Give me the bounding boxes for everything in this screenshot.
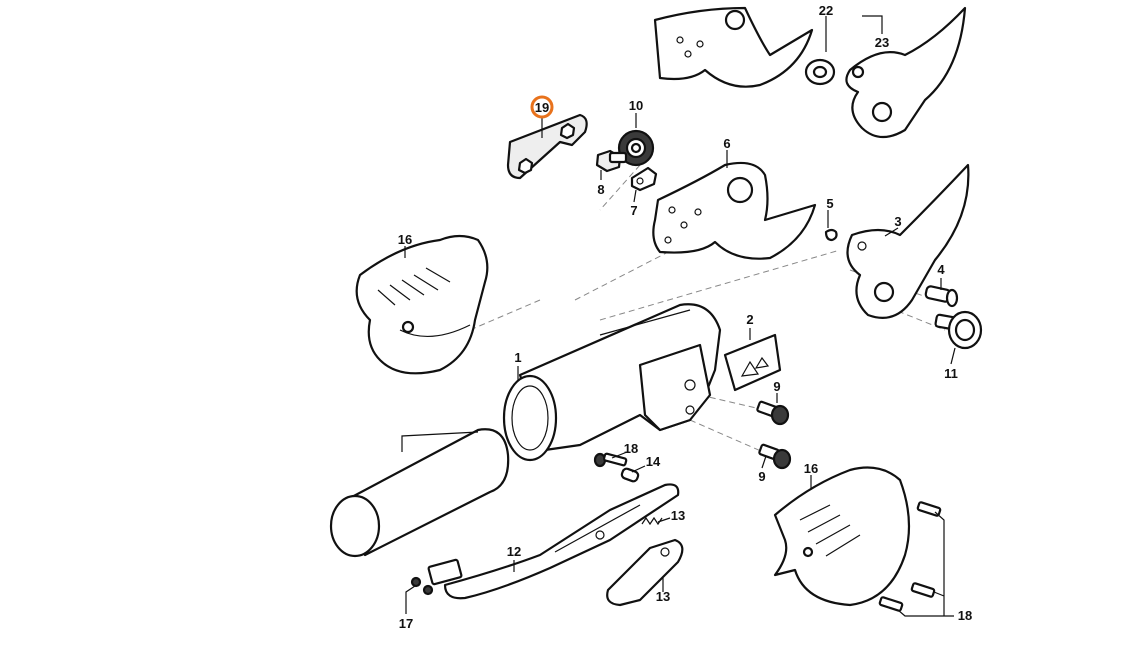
handle-tube[interactable] bbox=[329, 428, 510, 558]
part-16-hand-guard-upper[interactable] bbox=[355, 234, 489, 375]
label-part-16-upper[interactable]: 16 bbox=[398, 232, 412, 247]
part-23-upper-blade[interactable] bbox=[845, 6, 967, 139]
label-part-12[interactable]: 12 bbox=[507, 544, 521, 559]
part-6-moving-blade[interactable] bbox=[652, 161, 817, 260]
label-part-3[interactable]: 3 bbox=[894, 214, 901, 229]
label-part-9-upper[interactable]: 9 bbox=[773, 379, 780, 394]
part-22-washer[interactable] bbox=[804, 58, 836, 86]
upper-cutting-blade[interactable] bbox=[653, 6, 814, 88]
label-part-17[interactable]: 17 bbox=[399, 616, 413, 631]
part-12-trigger-lever[interactable] bbox=[443, 483, 680, 600]
part-13-trigger[interactable] bbox=[606, 538, 684, 607]
part-20-key-plate[interactable] bbox=[506, 113, 588, 180]
part-19-screw[interactable] bbox=[593, 452, 628, 468]
label-part-4[interactable]: 4 bbox=[937, 262, 945, 277]
part-1-main-housing[interactable] bbox=[502, 303, 722, 462]
label-part-14[interactable]: 13 bbox=[671, 508, 685, 523]
label-part-15[interactable]: 14 bbox=[646, 454, 661, 469]
label-part-18-dyn[interactable]: 18 bbox=[958, 608, 972, 623]
part-11-knob-nut[interactable] bbox=[934, 310, 983, 350]
part-5-clip[interactable] bbox=[824, 228, 838, 242]
part-7-ratchet[interactable] bbox=[630, 166, 658, 192]
highlight-ring-part-20 bbox=[530, 95, 554, 119]
part-18-screws[interactable] bbox=[878, 501, 942, 612]
label-part-13-dyn[interactable]: 13 bbox=[656, 589, 670, 604]
part-15-sleeve[interactable] bbox=[620, 467, 640, 483]
label-part-23[interactable]: 23 bbox=[875, 35, 889, 50]
part-16-hand-guard-lower[interactable] bbox=[773, 466, 911, 607]
part-labels: 19 10 8 7 6 5 3 4 11 2 9 9 1 16 16 19 18… bbox=[398, 3, 958, 631]
part-9-screw-upper[interactable] bbox=[756, 400, 790, 426]
leader-lines bbox=[401, 15, 956, 617]
part-8-bolt[interactable] bbox=[595, 149, 628, 173]
label-part-20[interactable]: 19 bbox=[535, 100, 549, 115]
label-part-16-lower[interactable]: 16 bbox=[804, 461, 818, 476]
label-part-8[interactable]: 8 bbox=[597, 182, 604, 197]
dynamic-labels: 13 18 bbox=[656, 589, 972, 623]
part-4-pin[interactable] bbox=[924, 285, 959, 308]
label-part-9-lower[interactable]: 9 bbox=[758, 469, 765, 484]
label-part-6[interactable]: 6 bbox=[723, 136, 730, 151]
label-part-5[interactable]: 5 bbox=[826, 196, 833, 211]
part-14-spring[interactable] bbox=[641, 516, 663, 526]
label-part-1[interactable]: 1 bbox=[514, 350, 521, 365]
part-10-gear[interactable] bbox=[617, 129, 655, 167]
label-part-2[interactable]: 2 bbox=[746, 312, 753, 327]
part-17-switch[interactable] bbox=[410, 558, 463, 596]
part-2-label-decal[interactable] bbox=[723, 333, 782, 392]
label-part-11[interactable]: 11 bbox=[944, 366, 958, 381]
part-9-screw-lower[interactable] bbox=[758, 443, 792, 470]
label-part-10[interactable]: 10 bbox=[629, 98, 643, 113]
part-3-anvil-blade[interactable] bbox=[846, 163, 970, 319]
label-part-19-text[interactable]: 18 bbox=[624, 441, 638, 456]
label-part-7[interactable]: 7 bbox=[630, 203, 637, 218]
label-part-22[interactable]: 22 bbox=[819, 3, 833, 18]
